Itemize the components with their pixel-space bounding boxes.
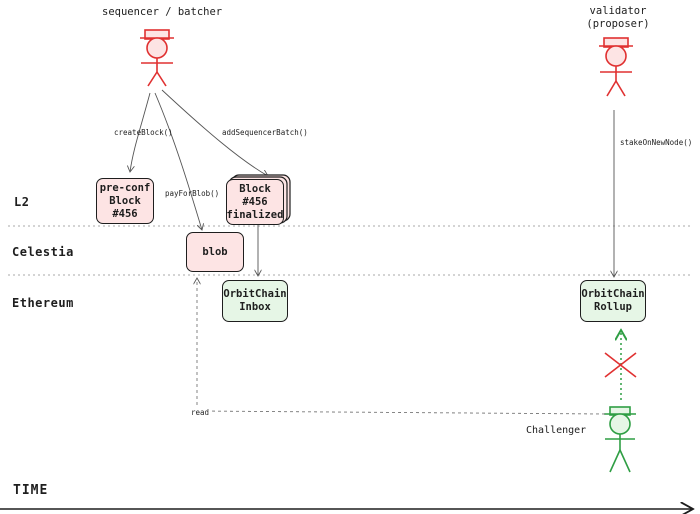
- create-block-label: createBlock(): [114, 128, 173, 137]
- stake-label: stakeOnNewNode(): [620, 138, 693, 147]
- create-block-arrow: [130, 92, 151, 172]
- rollup-line2: Rollup: [594, 301, 632, 313]
- validator-label-line2: (proposer): [586, 18, 650, 30]
- finalized-line2: #456: [242, 195, 268, 208]
- layer-label-l2: L2: [14, 195, 30, 209]
- sequencer-figure: [140, 29, 174, 87]
- finalized-block-box: Block #456 finalized: [226, 179, 284, 225]
- rollup-box: OrbitChain Rollup: [580, 280, 646, 322]
- blob-label: blob: [202, 245, 228, 258]
- validator-label: validator (proposer): [578, 5, 658, 31]
- challenger-label: Challenger: [526, 425, 587, 436]
- inbox-box: OrbitChain Inbox: [222, 280, 288, 322]
- finalized-line1: Block: [239, 182, 271, 195]
- validator-label-line1: validator: [589, 5, 647, 17]
- finalized-line3: finalized: [226, 208, 284, 221]
- sequencer-label: sequencer / batcher: [102, 6, 223, 18]
- challenger-figure: [604, 406, 636, 473]
- preconf-line3: #456: [112, 207, 138, 220]
- validator-figure: [599, 37, 633, 97]
- time-axis-label: TIME: [13, 483, 49, 498]
- rollup-line1: OrbitChain: [581, 288, 645, 300]
- pay-for-blob-label: payForBlob(): [165, 189, 220, 198]
- layer-label-celestia: Celestia: [12, 245, 74, 259]
- inbox-line1: OrbitChain: [223, 288, 287, 300]
- rejected-x-icon: [604, 352, 637, 378]
- preconf-block-box: pre-conf Block #456: [96, 178, 154, 224]
- layer-label-ethereum: Ethereum: [12, 296, 74, 310]
- inbox-line2: Inbox: [239, 301, 271, 313]
- blob-box: blob: [186, 232, 244, 272]
- pay-for-blob-arrow: [154, 92, 202, 230]
- preconf-line2: Block: [109, 194, 141, 207]
- preconf-line1: pre-conf: [99, 181, 151, 194]
- add-sequencer-batch-arrow: [161, 89, 268, 176]
- read-label: read: [190, 408, 211, 417]
- add-sequencer-batch-label: addSequencerBatch(): [222, 128, 308, 137]
